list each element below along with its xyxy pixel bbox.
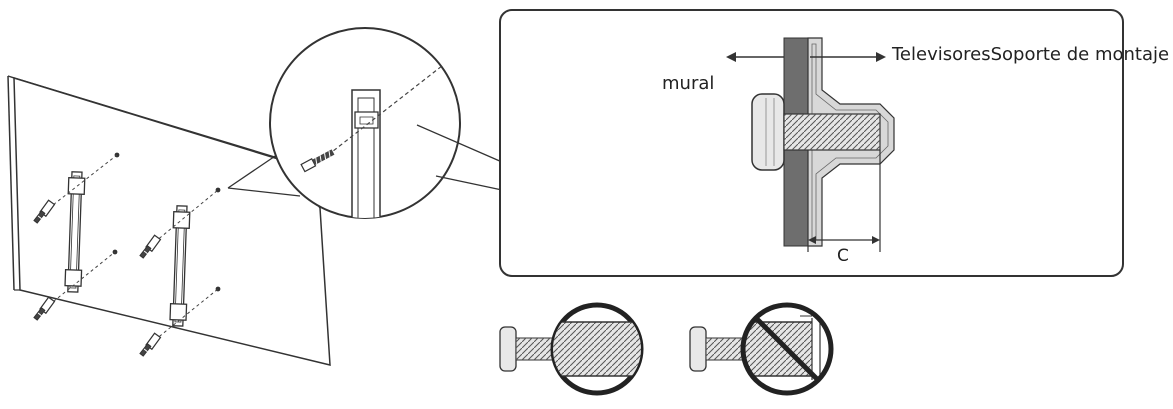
screw-guide-lines xyxy=(43,154,219,345)
tv-back-panel xyxy=(7,75,331,366)
screw-head xyxy=(751,93,785,171)
screw-shaft xyxy=(783,113,881,151)
screw-fit-incorrect-icon xyxy=(689,302,834,396)
screw-icon xyxy=(135,331,164,358)
screw-fit-correct-icon xyxy=(499,302,644,396)
direction-arrows xyxy=(726,52,886,62)
label-dimension-c: C xyxy=(837,246,849,266)
label-tv-bracket: TelevisoresSoporte de montaje xyxy=(892,44,1170,65)
no-symbol-icon xyxy=(740,302,834,396)
detail-panel xyxy=(499,9,1124,277)
screw-icon xyxy=(29,295,58,322)
detail-callout-wedge xyxy=(416,124,503,191)
zoom-circle xyxy=(269,27,461,219)
label-wall: mural xyxy=(662,73,715,94)
dimension-c xyxy=(807,150,881,252)
